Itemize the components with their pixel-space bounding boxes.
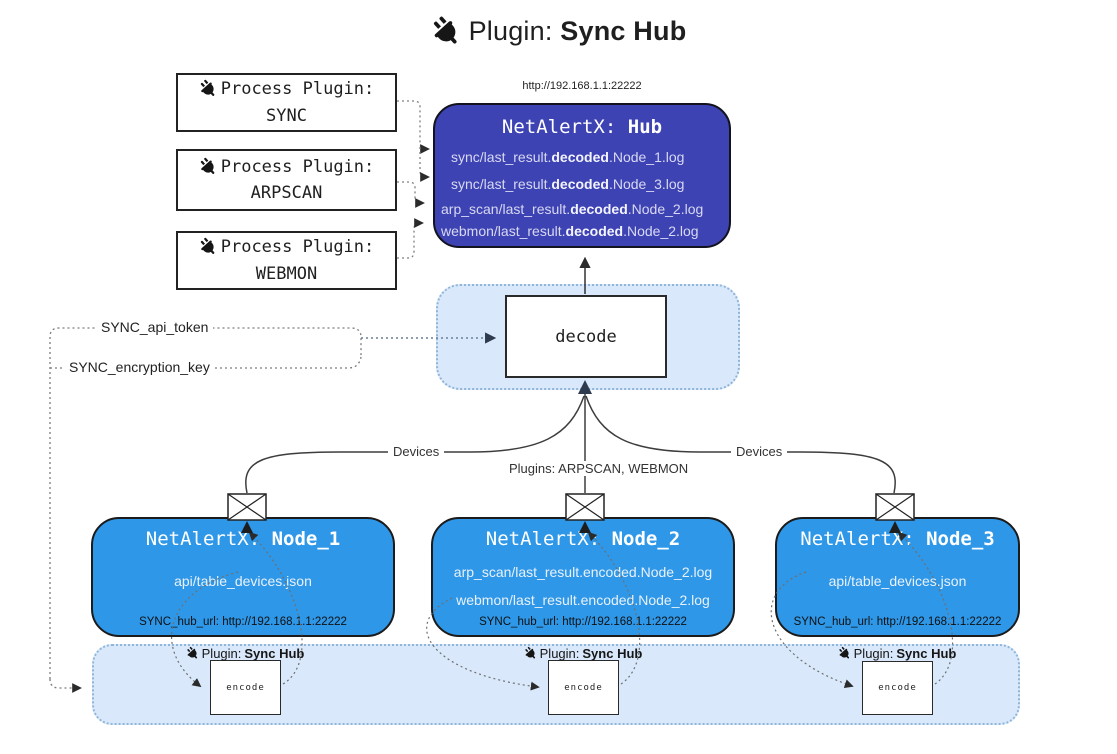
process-plugin-box-arpscan: Process Plugin: ARPSCAN [176, 149, 397, 211]
hub-log-line: webmon/last_result.decoded.Node_2.log [441, 223, 699, 239]
node-hub-url: SYNC_hub_url: http://192.168.1.1:22222 [139, 616, 347, 628]
node-hub-url: SYNC_hub_url: http://192.168.1.1:22222 [793, 616, 1002, 628]
title-bold: Sync Hub [560, 16, 687, 46]
edge-label-devices-right: Devices [731, 444, 788, 459]
title-prefix: Plugin: [468, 16, 561, 46]
edge-label-devices-left: Devices [388, 444, 445, 459]
node-title: NetAlertX: Node_1 [145, 528, 341, 550]
encoder-plugin-label-1: Plugin: Sync Hub [165, 646, 325, 661]
plug-icon [424, 10, 466, 52]
hub-log-line: sync/last_result.decoded.Node_1.log [451, 149, 685, 165]
process-plugin-label: Process Plugin: [220, 79, 375, 100]
process-plugin-box-sync: Process Plugin: SYNC [176, 73, 397, 132]
plug-icon [521, 644, 539, 662]
page-title: Plugin: Sync Hub [0, 16, 1117, 47]
hub-log-line: arp_scan/last_result.decoded.Node_2.log [441, 201, 704, 217]
page-title-text: Plugin: Sync Hub [469, 16, 687, 47]
process-plugin-label: Process Plugin: [220, 156, 375, 177]
node-to-decode-edges [245, 392, 896, 494]
decode-label: decode [555, 326, 617, 347]
encode-box-3: encode [862, 661, 933, 715]
plugin-to-hub-edges [397, 100, 430, 259]
node-title: NetAlertX: Node_2 [485, 528, 681, 550]
process-plugin-name: WEBMON [255, 263, 318, 284]
node-file: arp_scan/last_result.encoded.Node_2.log [453, 564, 713, 580]
node-hub-url: SYNC_hub_url: http://192.168.1.1:22222 [479, 616, 687, 628]
node-title: NetAlertX: Node_3 [800, 528, 995, 550]
sync-api-token-label: SYNC_api_token [96, 319, 214, 335]
encode-label: encode [878, 683, 917, 693]
node-box-2: NetAlertX: Node_2 arp_scan/last_result.e… [431, 517, 735, 637]
node-box-3: NetAlertX: Node_3 api/table_devices.json… [775, 517, 1020, 637]
process-plugin-name: ARPSCAN [250, 183, 323, 203]
hub-name-bold: Hub [627, 116, 663, 138]
encode-label: encode [564, 682, 603, 693]
encoder-plugin-label-3: Plugin: Sync Hub [817, 646, 977, 661]
hub-box: NetAlertX: Hub sync/last_result.decoded.… [433, 103, 731, 248]
encode-label: encode [226, 682, 265, 693]
plug-icon [195, 154, 220, 179]
node-file: api/table_devices.json [828, 573, 967, 589]
process-plugin-box-webmon: Process Plugin: WEBMON [176, 231, 397, 290]
plug-icon [195, 77, 220, 102]
hub-name-prefix: NetAlertX: [501, 116, 628, 138]
encode-box-1: encode [210, 660, 281, 715]
encode-box-2: encode [548, 660, 619, 715]
encoder-plugin-label-2: Plugin: Sync Hub [503, 646, 663, 661]
hub-title: NetAlertX: Hub [435, 116, 729, 138]
plug-icon [195, 235, 220, 260]
sync-encryption-key-label: SYNC_encryption_key [64, 359, 215, 375]
plug-icon [835, 644, 853, 662]
process-plugin-label: Process Plugin: [220, 237, 375, 258]
hub-url-label: http://192.168.1.1:22222 [522, 80, 642, 92]
plug-icon [183, 644, 201, 662]
node-box-1: NetAlertX: Node_1 api/table_devices.json… [91, 517, 395, 637]
node-file: api/table_devices.json [174, 573, 312, 589]
edge-label-plugins: Plugins: ARPSCAN, WEBMON [504, 461, 694, 476]
process-plugin-name: SYNC [266, 105, 307, 126]
node-file: webmon/last_result.encoded.Node_2.log [456, 592, 710, 608]
decode-box: decode [505, 295, 667, 378]
hub-log-line: sync/last_result.decoded.Node_3.log [451, 176, 685, 192]
